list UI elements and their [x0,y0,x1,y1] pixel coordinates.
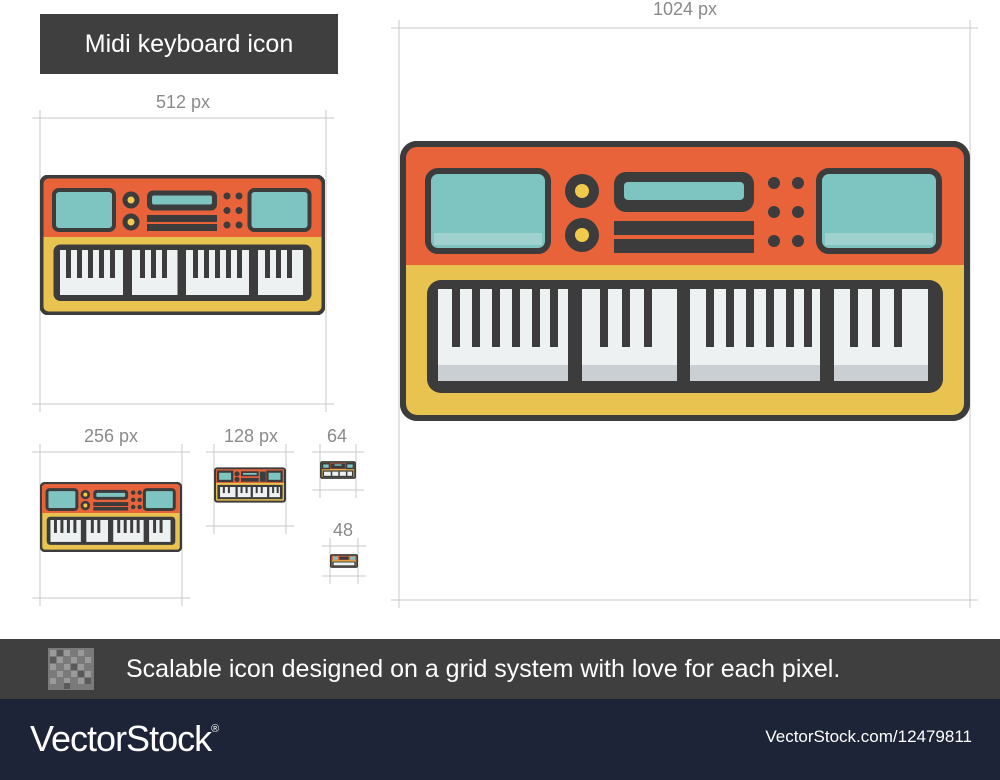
size-label-64: 64 [326,426,348,446]
size-label-256: 256 px [83,426,139,446]
size-label-1024: 1024 px [652,0,718,19]
midi-keyboard-icon-48 [330,554,358,568]
tagline-text: Scalable icon designed on a grid system … [126,655,841,683]
midi-keyboard-icon-1024 [400,141,970,421]
page-title: Midi keyboard icon [40,14,338,74]
vectorstock-logo[interactable]: VectorStock® [30,718,219,760]
size-label-128: 128 px [223,426,279,446]
image-url[interactable]: VectorStock.com/12479811 [765,727,972,746]
midi-keyboard-icon-64 [320,461,356,479]
pixel-grid-icon [48,648,94,690]
logo-text: VectorStock [30,718,212,759]
midi-keyboard-icon-256 [40,482,182,552]
size-label-48: 48 [332,520,354,540]
brand-bar [0,699,1000,780]
registered-mark: ® [211,723,220,735]
midi-keyboard-icon-128 [214,467,286,503]
dimension-guides [32,20,978,608]
keyboard-drawing [400,141,970,421]
midi-keyboard-icon-512 [40,175,325,315]
tagline-bar [0,639,1000,699]
size-label-512: 512 px [155,92,211,112]
